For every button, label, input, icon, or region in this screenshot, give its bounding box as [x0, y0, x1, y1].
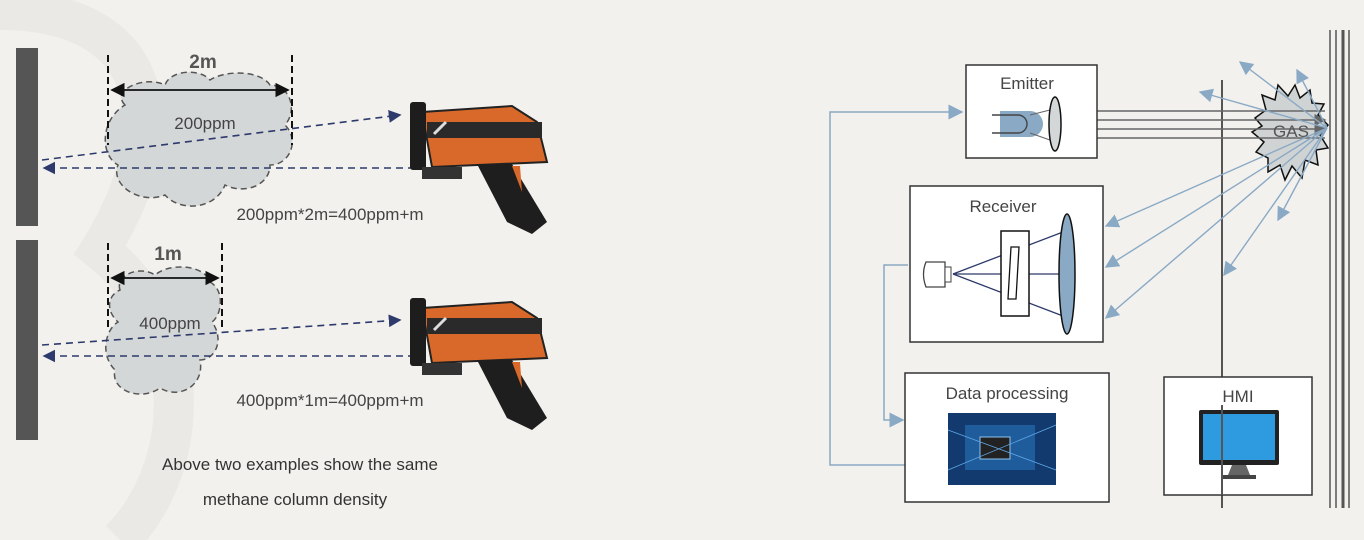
width-label: 1m — [154, 244, 181, 265]
photodetector-icon — [922, 261, 952, 288]
concentration-label: 200ppm — [174, 114, 235, 133]
gas-cloud — [105, 266, 222, 395]
reflected-beam — [41, 110, 402, 161]
example-1: 2m 200ppm 200ppm*2m=400ppm+m — [41, 52, 549, 236]
formula: 400ppm*1m=400ppm+m — [236, 391, 423, 410]
scattered-light — [1104, 61, 1328, 319]
detector-gun — [408, 296, 549, 432]
emitter-lens-icon — [1048, 96, 1062, 152]
background-watermark — [0, 0, 194, 540]
width-label: 2m — [189, 52, 216, 73]
signal-line-to-processing — [883, 264, 908, 428]
concentration-label: 400ppm — [139, 314, 200, 333]
chip-icon — [947, 413, 1057, 485]
emitter-label: Emitter — [1000, 74, 1054, 93]
hmi-label: HMI — [1222, 387, 1253, 406]
detector-gun — [408, 100, 549, 236]
formula: 200ppm*2m=400ppm+m — [236, 205, 423, 224]
gas-cloud — [104, 71, 293, 207]
caption-line-2: methane column density — [203, 490, 388, 509]
monitor-icon — [1199, 410, 1279, 479]
system-diagram: GAS Emitter Receiver — [829, 30, 1350, 508]
signal-line-to-emitter — [829, 104, 964, 466]
receiver-label: Receiver — [969, 197, 1036, 216]
caption-line-1: Above two examples show the same — [162, 455, 438, 474]
receiver-lens-icon — [1058, 213, 1076, 335]
laser-diode-icon — [992, 109, 1051, 141]
example-2: 1m 400ppm 400ppm*1m=400ppm+m — [41, 243, 549, 432]
gas-label: GAS — [1273, 122, 1309, 141]
wall-top — [16, 48, 38, 226]
wall-bottom — [16, 240, 38, 440]
data-processing-label: Data processing — [946, 384, 1069, 403]
